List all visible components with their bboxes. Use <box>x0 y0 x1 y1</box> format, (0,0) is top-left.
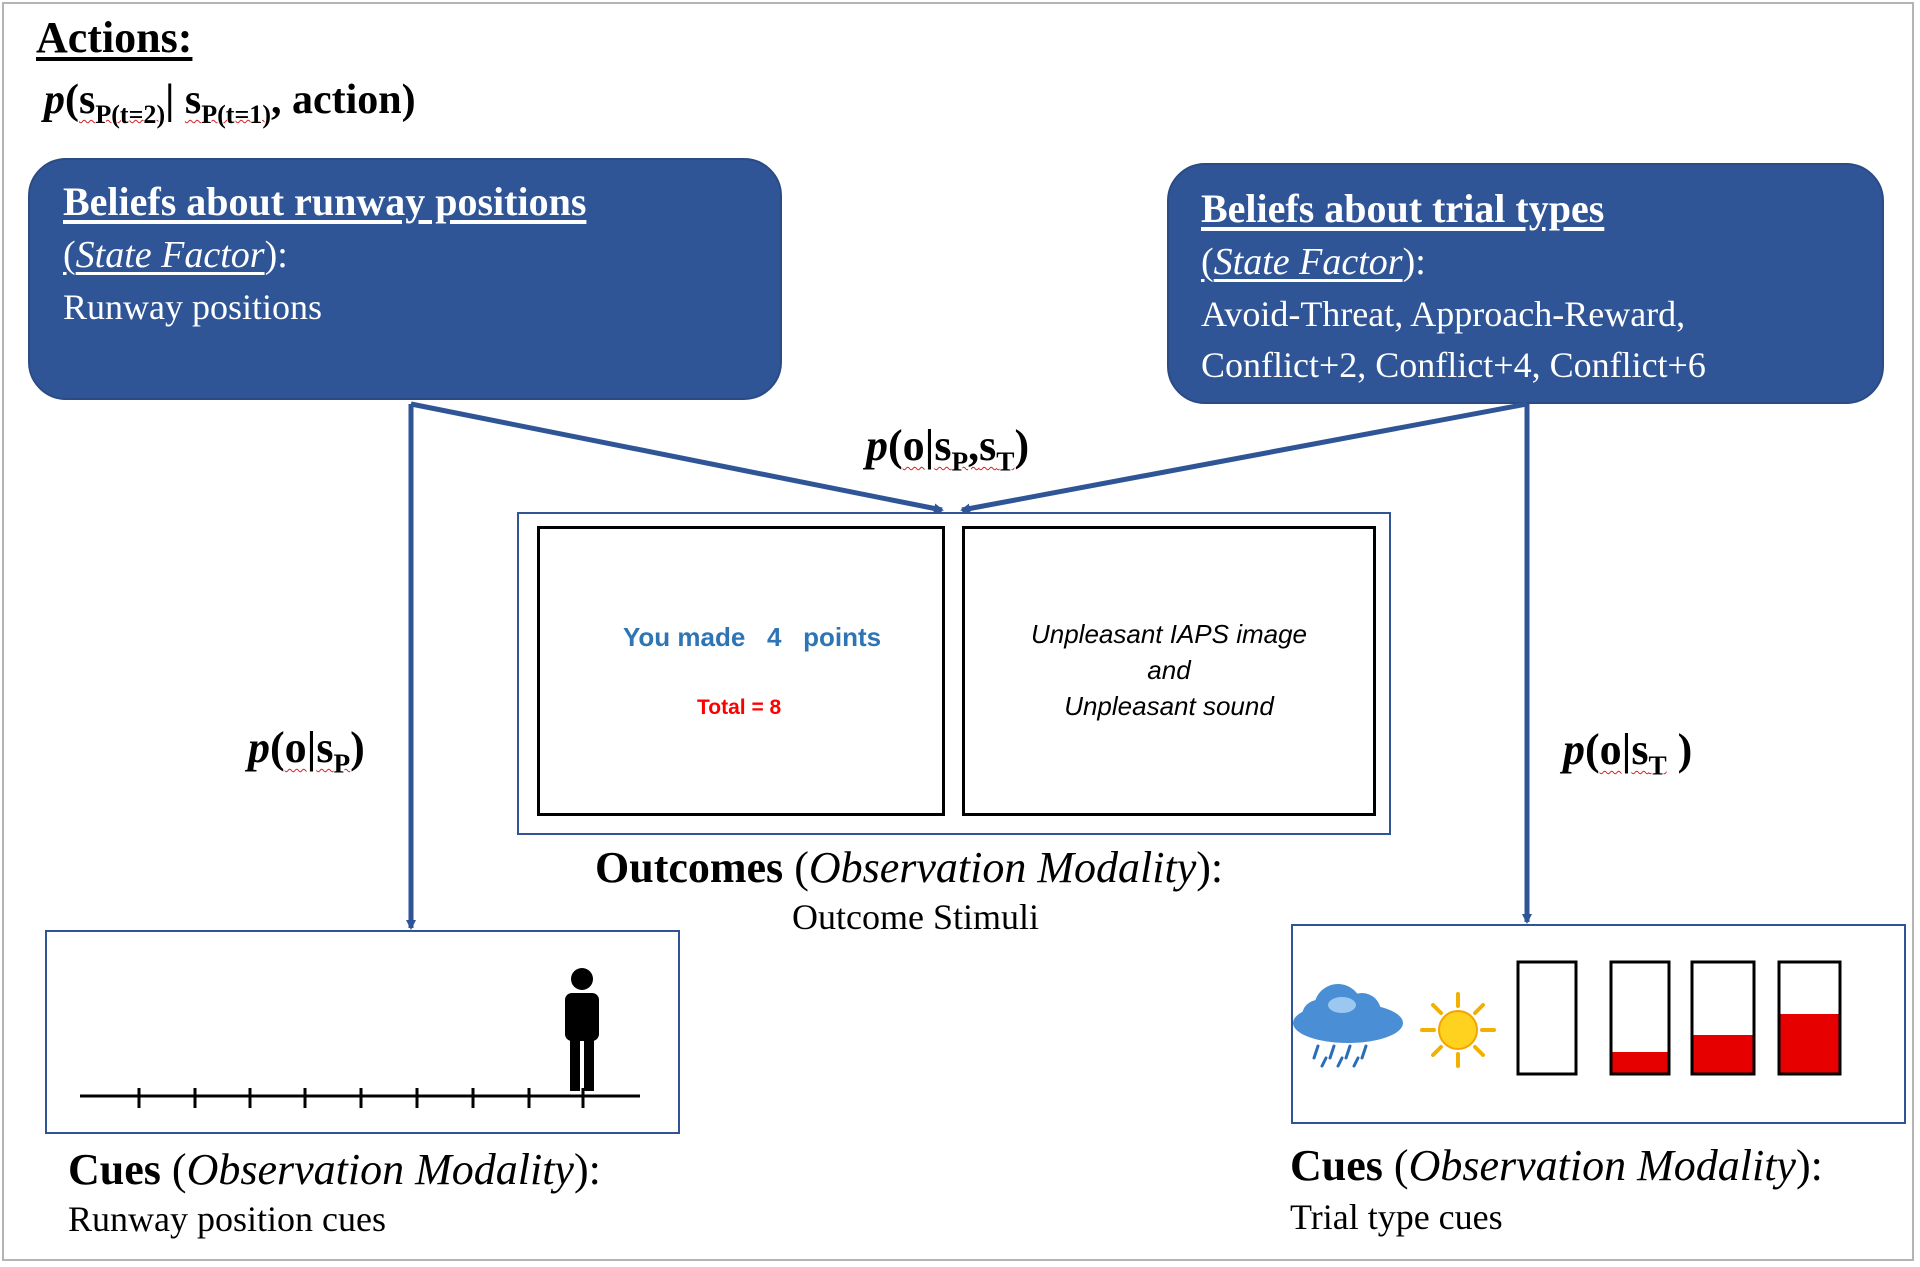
belief-runway-box: Beliefs about runway positions (State Fa… <box>28 158 782 400</box>
belief-runway-title: Beliefs about runway positions <box>63 179 587 224</box>
rain-cloud-icon <box>1293 984 1403 1068</box>
outcomes-label: Outcomes (Observation Modality): <box>595 843 1224 892</box>
outcome-points-screen <box>537 526 945 816</box>
aversive-message: Unpleasant IAPS image and Unpleasant sou… <box>1030 619 1308 721</box>
belief-trial-factor: (State Factor): <box>1201 241 1426 283</box>
likelihood-trial-label: p(o|sT ) <box>1563 725 1693 781</box>
trial-cues-label: Cues (Observation Modality): <box>1290 1141 1823 1190</box>
likelihood-runway-label: p(o|sP) <box>248 723 365 779</box>
threat-bar-6 <box>1777 960 1842 1076</box>
outcome-frame <box>517 512 1391 835</box>
belief-runway-factor: (State Factor): <box>63 234 288 276</box>
threat-bar-2 <box>1609 960 1671 1076</box>
belief-trial-body-line1: Avoid-Threat, Approach-Reward, <box>1201 294 1686 334</box>
belief-runway-body: Runway positions <box>63 287 323 327</box>
threat-bar-4 <box>1690 960 1756 1076</box>
points-message: You made 4 points <box>623 622 882 652</box>
actions-formula: p(sP(t=2)| sP(t=1), action) <box>44 77 416 129</box>
runway-track <box>80 1088 640 1108</box>
arrow-trial-to-outcomes <box>960 401 1528 514</box>
runway-cues-sublabel: Runway position cues <box>68 1199 386 1239</box>
belief-trial-box: Beliefs about trial types (State Factor)… <box>1167 163 1884 404</box>
points-total: Total = 8 <box>697 696 782 719</box>
person-icon <box>565 968 599 1091</box>
outcome-aversive-screen <box>962 526 1376 816</box>
threat-bar-0 <box>1516 960 1578 1076</box>
likelihood-outcome-label: p(o|sP,sT) <box>866 421 1030 477</box>
outcomes-sublabel: Outcome Stimuli <box>792 897 1039 937</box>
points-value: 4 <box>767 622 782 652</box>
runway-cues-label: Cues (Observation Modality): <box>68 1145 601 1194</box>
belief-trial-body-line2: Conflict+2, Conflict+4, Conflict+6 <box>1201 345 1706 385</box>
trial-cues-sublabel: Trial type cues <box>1290 1197 1503 1237</box>
sun-icon <box>1420 992 1496 1068</box>
arrow-runway-to-outcomes <box>410 401 944 514</box>
belief-trial-title: Beliefs about trial types <box>1201 186 1605 231</box>
actions-title: Actions: <box>36 13 193 62</box>
